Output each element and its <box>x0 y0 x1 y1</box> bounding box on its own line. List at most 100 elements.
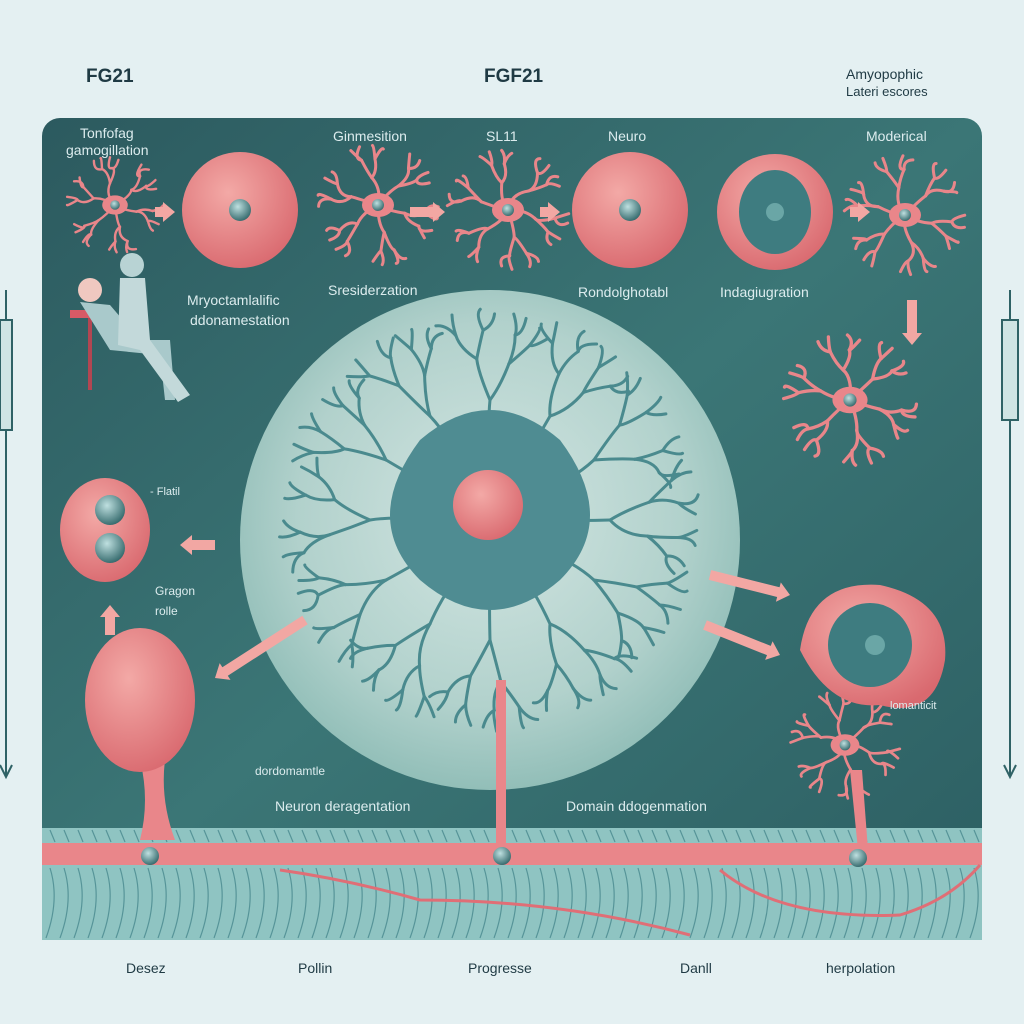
left-neuron-axon <box>140 760 175 840</box>
label-neuro: Neuro <box>608 128 647 144</box>
dendrite-branch <box>950 220 966 230</box>
dendrite-branch <box>661 435 681 453</box>
dendrite-branch <box>924 188 946 198</box>
dendrite-branch <box>78 176 85 189</box>
split-cell <box>60 478 150 582</box>
label-gragon: Gragon <box>155 584 196 598</box>
dendrite-branch <box>475 357 492 402</box>
dendrite-branch <box>930 221 948 238</box>
tissue-fibres <box>45 829 980 939</box>
dendrite-branch <box>310 412 323 434</box>
dendrite-branch <box>283 493 308 501</box>
dendrite-branch <box>795 363 807 380</box>
dendrite-branch <box>363 423 388 462</box>
dendrite-branch <box>837 784 849 797</box>
dendrite-branch <box>130 184 148 193</box>
dendrite-branch <box>417 622 432 668</box>
dendrite-branch <box>414 695 426 718</box>
dendrite-branch <box>397 384 432 418</box>
dendrite-branch <box>677 501 697 516</box>
dendrite-branch <box>502 151 514 166</box>
dendrite-branch <box>899 259 910 274</box>
left-timeline-arrow <box>0 290 13 780</box>
dendrite-branch <box>633 457 661 475</box>
dendrite-branch <box>802 438 819 452</box>
arrow-icon <box>850 202 870 222</box>
central-axon <box>496 680 506 850</box>
dendrite-branch <box>110 158 120 170</box>
dendrite-branch <box>856 784 862 800</box>
dendrite-branch <box>867 751 884 766</box>
small-neuron <box>781 333 919 467</box>
dendrite-branch <box>487 150 494 167</box>
dendrite-branch <box>592 578 620 615</box>
dendrite-branch <box>892 422 900 440</box>
dendrite-branch <box>635 581 669 589</box>
dendrite-branch <box>592 423 622 462</box>
dendrite-branch <box>665 581 689 594</box>
dendrite-branch <box>857 181 866 197</box>
central-neuron-nucleus <box>453 470 523 540</box>
label-myo-2: ddonamestation <box>190 312 290 328</box>
arrow-icon <box>180 535 215 555</box>
label-indagiugration: Indagiugration <box>720 284 809 300</box>
dendrite-branch <box>625 371 630 397</box>
dendrite-branch <box>592 457 637 462</box>
label-sl11: SL11 <box>486 128 518 144</box>
dendrite-branch <box>545 230 553 247</box>
dendrite-branch <box>296 589 320 597</box>
dendrite-branch <box>582 648 602 677</box>
dendrite-branch <box>878 712 891 725</box>
dendrite-branch <box>371 249 383 263</box>
dendrite-branch <box>899 408 917 419</box>
dendrite-branch <box>944 234 960 244</box>
dendrite-branch <box>304 493 337 502</box>
dendrite-branch <box>647 498 681 505</box>
label-rolle: rolle <box>155 604 178 618</box>
dendrite-branch <box>447 192 463 204</box>
dendrite-branch <box>454 228 471 235</box>
dendrite-branch <box>423 347 433 378</box>
dendrite-branch <box>418 664 426 699</box>
dendrite-branch <box>931 162 938 180</box>
dendrite-branch <box>554 662 575 690</box>
dendrite-branch <box>327 518 372 537</box>
dendrite-branch <box>664 554 676 575</box>
round-cell-degenerating <box>717 154 833 270</box>
dendrite-branch <box>315 456 321 479</box>
dendrite-branch <box>311 447 346 455</box>
dendrite-branch <box>661 449 685 456</box>
dendrite-branch <box>616 611 645 630</box>
dendrite-branch <box>842 448 854 464</box>
dendrite-branch <box>799 766 812 778</box>
dendrite-branch <box>288 481 308 497</box>
dendrite-branch <box>677 493 700 506</box>
dendrite-branch <box>795 720 810 728</box>
dendrite-branch <box>467 245 481 259</box>
dendrite-branch <box>906 240 915 263</box>
axon-nodes <box>141 847 867 867</box>
dendrite-branch <box>657 471 673 489</box>
dendrite-branch <box>625 376 642 397</box>
dendrite-branch <box>81 233 93 244</box>
dendrite-branch <box>826 335 832 354</box>
arrow-icon <box>708 570 790 602</box>
dendrite-branch <box>528 326 542 347</box>
dendrite-branch <box>76 197 95 204</box>
small-neurons <box>65 143 967 800</box>
dendrite-branch <box>316 192 333 201</box>
dendrite-branch <box>107 240 117 251</box>
dendrite-branch <box>475 328 485 361</box>
label-myo-1: Mryoctamlalific <box>187 292 280 308</box>
dendrite-branch <box>881 156 889 174</box>
arrow-icon <box>100 605 120 635</box>
dendrite-branch <box>539 322 555 345</box>
dendrite-branch <box>644 410 668 417</box>
dendrite-branch <box>534 157 542 175</box>
dendrite-branch <box>333 498 372 522</box>
dendrite-branch <box>942 189 959 195</box>
dendrite-branch <box>92 159 104 171</box>
dendrite-branch <box>878 721 893 726</box>
label-domain-degeneration: Domain ddogenmation <box>566 798 707 814</box>
patient-figure-icon <box>70 253 190 402</box>
